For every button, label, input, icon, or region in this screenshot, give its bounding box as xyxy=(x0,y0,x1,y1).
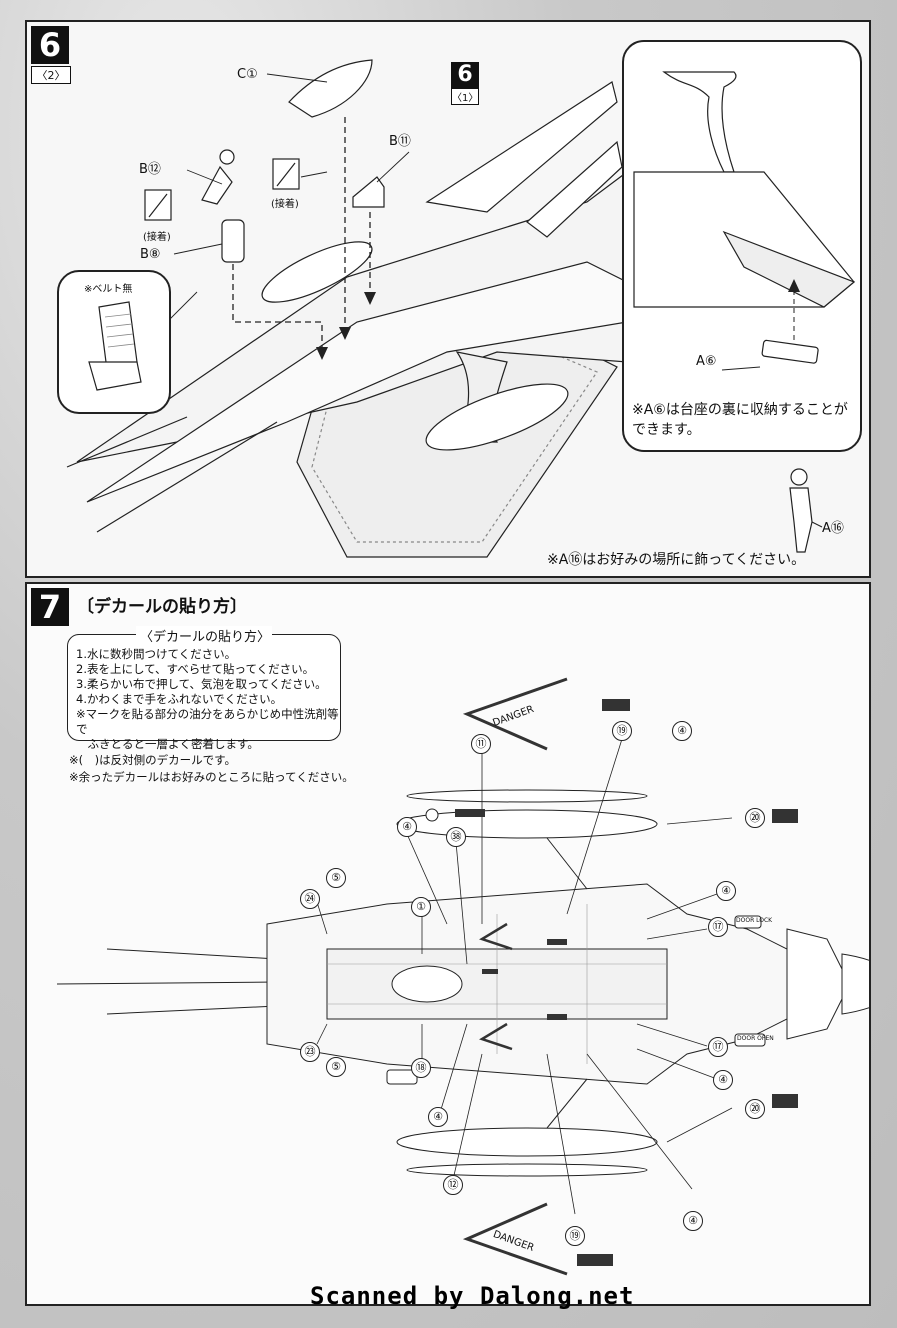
step-number: 7 xyxy=(31,588,69,626)
decal-placement-diagram xyxy=(56,677,869,1276)
label-b12: B⑫ xyxy=(139,162,161,177)
label-glue-1: (接着) xyxy=(143,232,171,243)
callout-4: ④ xyxy=(683,1211,703,1231)
reference-step-number: 6 xyxy=(451,62,479,88)
reference-step-badge: 6 〈1〉 xyxy=(451,62,479,105)
note-opposite-side: ※( )は反対側のデカールです。 xyxy=(69,753,236,767)
callout-5-bottom: ⑤ xyxy=(326,1057,346,1077)
step-sub-number: 〈2〉 xyxy=(31,66,71,84)
no-belt-note: ※ベルト無 xyxy=(84,284,133,295)
callout-5-top: ⑤ xyxy=(326,868,346,888)
label-glue-2: (接着) xyxy=(271,199,299,210)
instruction-item: ※マークを貼る部分の油分をあらかじめ中性洗剤等で xyxy=(76,707,339,736)
instructions-title: 〈デカールの貼り方〉 xyxy=(136,626,272,645)
door-open-decal: DOOR OPEN xyxy=(737,1035,774,1042)
callout-17-bottom: ⑰ xyxy=(708,1037,728,1057)
seat-icon xyxy=(88,301,142,391)
label-a16: A⑯ xyxy=(822,521,844,536)
door-lock-decal: DOOR LOCK xyxy=(736,917,773,924)
callout-4: ④ xyxy=(397,817,417,837)
callout-1: ① xyxy=(411,897,431,917)
callout-4: ④ xyxy=(428,1107,448,1127)
instruction-item: 2.表を上にして、すべらせて貼ってください。 xyxy=(76,662,315,676)
label-b11: B⑪ xyxy=(389,134,411,149)
label-a6: A⑥ xyxy=(696,354,717,369)
callout-4: ④ xyxy=(713,1070,733,1090)
label-c1: C① xyxy=(237,67,258,82)
reference-step-sub: 〈1〉 xyxy=(451,88,479,105)
instruction-item: 1.水に数秒間つけてください。 xyxy=(76,647,237,661)
callout-4: ④ xyxy=(716,881,736,901)
callout-18: ⑱ xyxy=(411,1058,431,1078)
callout-24: ㉔ xyxy=(300,889,320,909)
scan-watermark: Scanned by Dalong.net xyxy=(310,1282,635,1310)
label-b8: B⑧ xyxy=(140,247,161,262)
stand-storage-inset: A⑥ ※A⑥は台座の裏に収納することができます。 xyxy=(622,40,862,452)
callout-11: ⑪ xyxy=(471,734,491,754)
note-leftover-decals: ※余ったデカールはお好みのところに貼ってください。 xyxy=(69,770,354,784)
decal-instructions-box: 〈デカールの貼り方〉 1.水に数秒間つけてください。 2.表を上にして、すべらせ… xyxy=(67,626,341,751)
instruction-item: ふきとると一層よく密着します。 xyxy=(76,737,259,751)
callout-4: ④ xyxy=(672,721,692,741)
step-6-panel: 6 〈2〉 6 〈1〉 xyxy=(25,20,871,578)
stand-storage-note: ※A⑥は台座の裏に収納することができます。 xyxy=(632,402,848,438)
callout-23: ㉓ xyxy=(300,1042,320,1062)
stand-underside-illustration xyxy=(633,71,856,371)
step-title: 〔デカールの貼り方〕 xyxy=(77,597,247,617)
decal-notes: ※( )は反対側のデカールです。 ※余ったデカールはお好みのところに貼ってくださ… xyxy=(69,752,354,786)
callout-19-top: ⑲ xyxy=(612,721,632,741)
step-number: 6 xyxy=(31,26,69,64)
seat-no-belt-inset: ※ベルト無 xyxy=(57,270,171,414)
pilot-figure-a16 xyxy=(789,468,823,553)
ship-assembly-illustration xyxy=(66,59,628,558)
callout-38: ㊳ xyxy=(446,827,466,847)
callout-12: ⑫ xyxy=(443,1175,463,1195)
instruction-item: 4.かわくまで手をふれないでください。 xyxy=(76,692,283,706)
instruction-item: 3.柔らかい布で押して、気泡を取ってください。 xyxy=(76,677,327,691)
callout-17-top: ⑰ xyxy=(708,917,728,937)
callout-20-bottom: ⑳ xyxy=(745,1099,765,1119)
step-7-panel: 7 〔デカールの貼り方〕 〈デカールの貼り方〉 1.水に数秒間つけてください。 … xyxy=(25,582,871,1306)
pilot-display-note: ※A⑯はお好みの場所に飾ってください。 xyxy=(547,552,806,568)
instructions-list: 1.水に数秒間つけてください。 2.表を上にして、すべらせて貼ってください。 3… xyxy=(76,647,340,752)
callout-19-bottom: ⑲ xyxy=(565,1226,585,1246)
callout-20-top: ⑳ xyxy=(745,808,765,828)
